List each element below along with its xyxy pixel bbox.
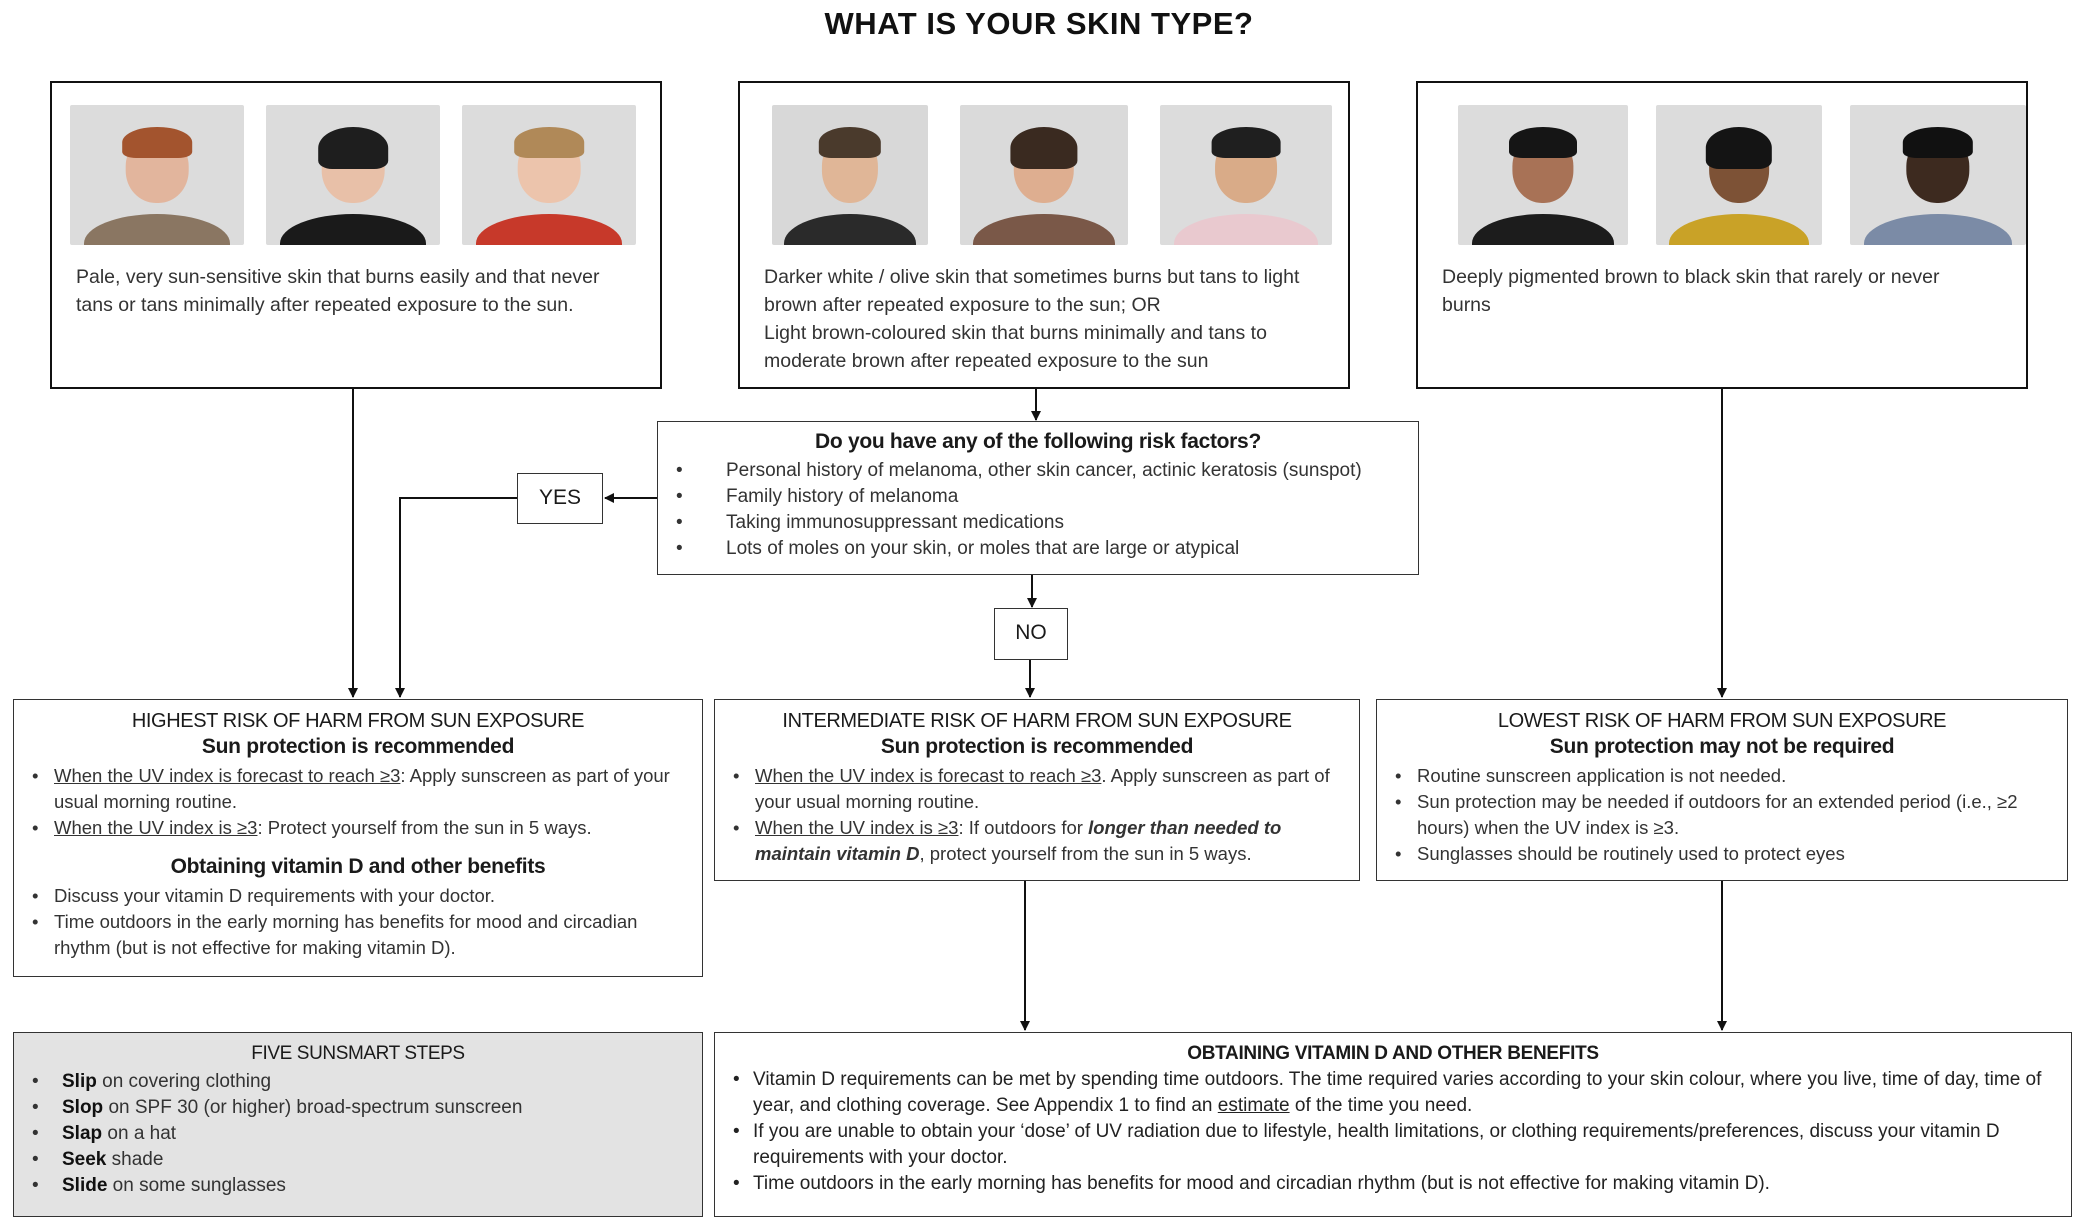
list-item: If you are unable to obtain your ‘dose’ … [733, 1119, 2057, 1171]
list-item: When the UV index is forecast to reach ≥… [733, 763, 1347, 815]
skin-type-2-line: Darker white / olive skin that sometimes… [764, 266, 1300, 316]
underlined-text: When the UV index is ≥3 [755, 817, 959, 838]
step-keyword: Slop [62, 1097, 104, 1118]
list-item: Slap on a hat [32, 1121, 702, 1147]
list-item: Taking immunosuppressant medications [676, 510, 1418, 536]
step-keyword: Seek [62, 1149, 107, 1170]
lowest-risk-heading: LOWEST RISK OF HARM FROM SUN EXPOSURE [1497, 710, 1947, 732]
underlined-text: estimate [1217, 1095, 1290, 1116]
no-label: NO [994, 608, 1068, 660]
emphasis-text: longer than needed to maintain vitamin D [755, 817, 1282, 864]
list-item: Sunglasses should be routinely used to p… [1395, 841, 2055, 867]
person-photo [960, 105, 1128, 245]
list-item: Sun protection may be needed if outdoors… [1395, 789, 2055, 841]
underlined-text: When the UV index is ≥3 [54, 817, 258, 838]
person-photo [1656, 105, 1822, 245]
list-item: Routine sunscreen application is not nee… [1395, 763, 2055, 789]
intermediate-risk-subheading: Sun protection is recommended [880, 735, 1194, 758]
list-item: Time outdoors in the early morning has b… [733, 1171, 2057, 1197]
person-photo [772, 105, 928, 245]
person-photo [70, 105, 244, 245]
highest-vitamin-list: Discuss your vitamin D requirements with… [14, 883, 702, 961]
list-item-text: : If outdoors for [958, 817, 1089, 838]
list-item: Lots of moles on your skin, or moles tha… [676, 536, 1418, 562]
list-item: When the UV index is forecast to reach ≥… [32, 763, 690, 815]
step-text: on covering clothing [96, 1071, 272, 1092]
sunsmart-heading: FIVE SUNSMART STEPS [251, 1043, 465, 1064]
step-keyword: Slap [62, 1123, 103, 1144]
highest-risk-subheading: Sun protection is recommended [201, 735, 515, 758]
lowest-risk-subheading: Sun protection may not be required [1549, 735, 1895, 758]
step-text: shade [106, 1149, 164, 1170]
skin-type-2-box: Darker white / olive skin that sometimes… [738, 81, 1350, 389]
highest-risk-heading: HIGHEST RISK OF HARM FROM SUN EXPOSURE [131, 710, 585, 732]
intermediate-risk-heading: INTERMEDIATE RISK OF HARM FROM SUN EXPOS… [782, 710, 1292, 732]
sunsmart-list: Slip on covering clothing Slop on SPF 30… [14, 1069, 702, 1199]
list-item-text: , protect yourself from the sun in 5 way… [919, 843, 1252, 864]
person-photo [462, 105, 636, 245]
skin-type-2-line: Light brown-coloured skin that burns min… [764, 322, 1267, 372]
list-item: Personal history of melanoma, other skin… [676, 458, 1418, 484]
list-item: Vitamin D requirements can be met by spe… [733, 1067, 2057, 1119]
skin-type-3-description: Deeply pigmented brown to black skin tha… [1442, 266, 1940, 316]
list-item: Slide on some sunglasses [32, 1173, 702, 1199]
highest-vitamin-heading: Obtaining vitamin D and other benefits [170, 855, 546, 878]
list-item-text: . Apply sunscreen as part of your usual … [755, 765, 1330, 812]
step-keyword: Slide [62, 1175, 108, 1196]
list-item-text: of the time you need. [1289, 1095, 1473, 1116]
list-item: Family history of melanoma [676, 484, 1418, 510]
vitamin-d-heading: OBTAINING VITAMIN D AND OTHER BENEFITS [1187, 1043, 1599, 1064]
step-text: on some sunglasses [107, 1175, 286, 1196]
step-text: on a hat [102, 1123, 177, 1144]
person-photo [266, 105, 440, 245]
lowest-risk-box: LOWEST RISK OF HARM FROM SUN EXPOSURE Su… [1376, 699, 2068, 881]
sunsmart-steps-box: FIVE SUNSMART STEPS Slip on covering clo… [13, 1032, 703, 1217]
skin-type-1-box: Pale, very sun-sensitive skin that burns… [50, 81, 662, 389]
lowest-risk-list: Routine sunscreen application is not nee… [1377, 763, 2067, 867]
list-item: When the UV index is ≥3: Protect yoursel… [32, 815, 690, 841]
risk-factors-question: Do you have any of the following risk fa… [815, 430, 1261, 453]
risk-factors-list: Personal history of melanoma, other skin… [658, 458, 1418, 562]
risk-factors-box: Do you have any of the following risk fa… [657, 421, 1419, 575]
list-item: Seek shade [32, 1147, 702, 1173]
step-text: on SPF 30 (or higher) broad-spectrum sun… [103, 1097, 523, 1118]
list-item: Slip on covering clothing [32, 1069, 702, 1095]
person-photo [1160, 105, 1332, 245]
list-item: When the UV index is ≥3: If outdoors for… [733, 815, 1347, 867]
step-keyword: Slip [62, 1071, 97, 1092]
skin-type-2-description: Darker white / olive skin that sometimes… [764, 263, 1328, 375]
person-photo [1850, 105, 2026, 245]
list-item-text: Vitamin D requirements can be met by spe… [753, 1069, 2042, 1116]
yes-label: YES [517, 473, 603, 524]
highest-risk-list: When the UV index is forecast to reach ≥… [14, 763, 702, 841]
vitamin-d-list: Vitamin D requirements can be met by spe… [715, 1067, 2071, 1197]
skin-type-3-box: Deeply pigmented brown to black skin tha… [1416, 81, 2028, 389]
list-item-text: : Apply sunscreen as part of your usual … [54, 765, 670, 812]
intermediate-risk-box: INTERMEDIATE RISK OF HARM FROM SUN EXPOS… [714, 699, 1360, 881]
underlined-text: When the UV index is forecast to reach ≥… [755, 765, 1102, 786]
vitamin-d-box: OBTAINING VITAMIN D AND OTHER BENEFITS V… [714, 1032, 2072, 1217]
intermediate-risk-list: When the UV index is forecast to reach ≥… [715, 763, 1359, 867]
arrow-yes-to-highest [395, 497, 518, 698]
list-item: Slop on SPF 30 (or higher) broad-spectru… [32, 1095, 702, 1121]
highest-risk-box: HIGHEST RISK OF HARM FROM SUN EXPOSURE S… [13, 699, 703, 977]
list-item: Time outdoors in the early morning has b… [32, 909, 690, 961]
person-photo [1458, 105, 1628, 245]
list-item-text: : Protect yourself from the sun in 5 way… [257, 817, 592, 838]
list-item: Discuss your vitamin D requirements with… [32, 883, 690, 909]
page-title: WHAT IS YOUR SKIN TYPE? [824, 6, 1254, 41]
skin-type-1-description: Pale, very sun-sensitive skin that burns… [76, 266, 600, 316]
underlined-text: When the UV index is forecast to reach ≥… [54, 765, 401, 786]
